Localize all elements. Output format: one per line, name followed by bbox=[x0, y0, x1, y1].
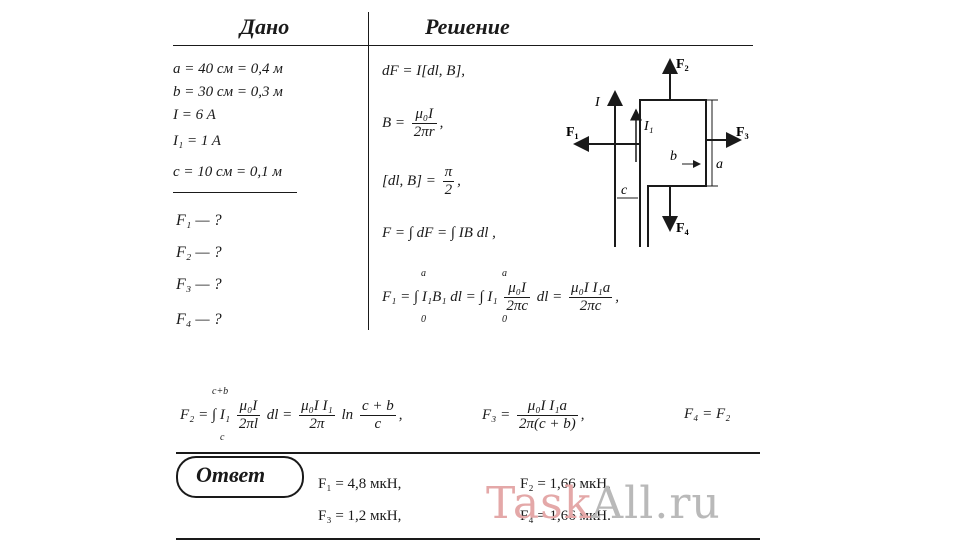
answer-badge bbox=[176, 456, 304, 498]
given-title: Дано bbox=[240, 14, 290, 39]
given-b: b = 30 см = 0,3 м bbox=[173, 84, 283, 100]
eq-f1-limit-bottom-2: 0 bbox=[502, 314, 507, 325]
answer-title: Ответ bbox=[196, 462, 266, 487]
answer-f4: F₄ = 1,66 мкН. bbox=[520, 508, 611, 524]
answer-f1: F₁ = 4,8 мкН, bbox=[318, 476, 402, 492]
eq-f2-limit-top: c+b bbox=[212, 386, 229, 397]
answer-f2: F₂ = 1,66 мкН, bbox=[520, 476, 611, 492]
answer-f3: F₃ = 1,2 мкН, bbox=[318, 508, 402, 524]
eq-f2-limit-bottom: c bbox=[220, 432, 225, 443]
label-f1: F₁ bbox=[566, 125, 579, 140]
label-f3: F₃ bbox=[736, 125, 749, 140]
label-c: c bbox=[621, 183, 628, 198]
frame-diagram: F₁ F₂ F₃ F₄ I I₁ b a c bbox=[566, 57, 749, 247]
solution-title: Решение bbox=[425, 14, 510, 39]
label-a: a bbox=[716, 157, 723, 172]
eq-force-integral: F = ∫ dF = ∫ IB dl , bbox=[382, 225, 496, 241]
unknown-f1: F₁ — ? bbox=[176, 212, 222, 229]
column-divider bbox=[368, 12, 369, 330]
given-I1: I₁ = 1 A bbox=[173, 133, 221, 149]
header-rule bbox=[173, 45, 753, 46]
label-f2: F₂ bbox=[676, 57, 689, 72]
unknown-f3: F₃ — ? bbox=[176, 276, 222, 293]
answer-top-rule bbox=[176, 452, 760, 454]
watermark: TaskAll.ru bbox=[486, 478, 721, 529]
given-a: a = 40 см = 0,4 м bbox=[173, 61, 283, 77]
eq-f1-limit-top-1: a bbox=[421, 268, 426, 279]
eq-force-element: dF = I[dl, B], bbox=[382, 63, 466, 79]
label-b: b bbox=[670, 149, 677, 164]
unknown-f4: F₄ — ? bbox=[176, 311, 222, 328]
unknown-f2: F₂ — ? bbox=[176, 244, 222, 261]
eq-f4: F₄ = F₂ bbox=[684, 406, 731, 422]
answer-bottom-rule bbox=[176, 538, 760, 540]
label-I1: I₁ bbox=[643, 119, 654, 134]
eq-f1-limit-top-2: a bbox=[502, 268, 507, 279]
label-I: I bbox=[594, 95, 601, 110]
given-c: c = 10 см = 0,1 м bbox=[173, 164, 282, 180]
label-f4: F₄ bbox=[676, 221, 690, 236]
eq-f1-limit-bottom-1: 0 bbox=[421, 314, 426, 325]
given-I: I = 6 A bbox=[173, 107, 216, 123]
given-rule bbox=[173, 192, 297, 193]
